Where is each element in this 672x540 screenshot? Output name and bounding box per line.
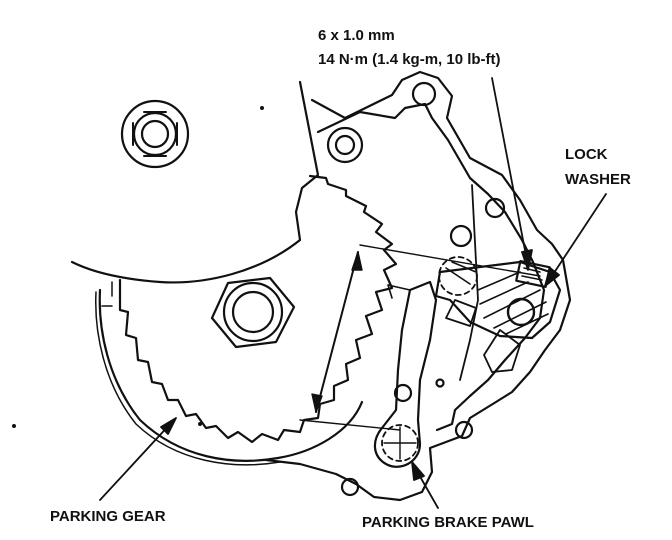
parking-gear xyxy=(95,174,398,466)
parking-pawl-arrowhead xyxy=(411,461,425,481)
upper-shaft-nut xyxy=(120,99,190,169)
lock-washer-label-line1: LOCK xyxy=(565,146,608,163)
scan-specks xyxy=(12,106,264,428)
clearance-dimension xyxy=(299,244,541,431)
parking-brake-pawl xyxy=(373,280,438,468)
lower-shaft-nut xyxy=(210,276,296,349)
parking-gear-leader xyxy=(99,421,173,501)
torque-spec-label: 14 N·m (1.4 kg-m, 10 lb-ft) xyxy=(318,51,501,68)
bolt-size-label: 6 x 1.0 mm xyxy=(318,27,395,44)
parking-gear-label: PARKING GEAR xyxy=(50,508,166,525)
lock-washer-leader xyxy=(547,193,607,283)
parking-gear-arrowhead xyxy=(160,417,177,435)
leader-arrows xyxy=(99,77,607,509)
parking-brake-pawl-label: PARKING BRAKE PAWL xyxy=(362,514,534,531)
bolt-arrowhead xyxy=(521,249,533,271)
parking-lever xyxy=(434,256,562,340)
lock-washer-label-line2: WASHER xyxy=(565,171,631,188)
case-boss-holes xyxy=(326,81,506,497)
bolt-leader xyxy=(491,77,529,267)
upper-shaft-housing xyxy=(70,80,320,284)
transmission-case xyxy=(264,70,572,502)
lock-washer-arrowhead xyxy=(544,267,560,287)
